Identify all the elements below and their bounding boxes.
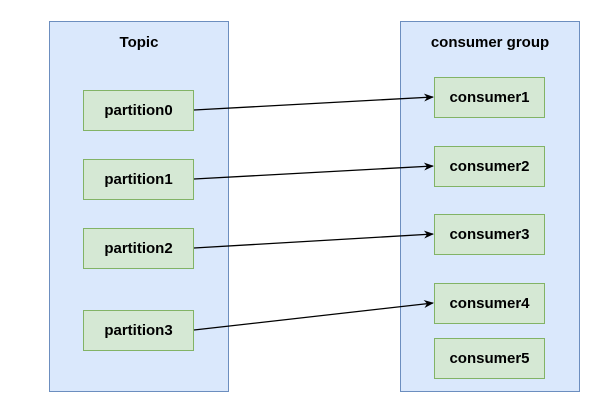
edge-partition1-consumer2 [193,162,434,180]
consumer-node-4: consumer4 [434,283,545,324]
edge-partition2-consumer3 [193,230,434,249]
consumer-group-title: consumer group [430,34,550,51]
partition-node-2: partition2 [83,228,194,269]
consumer-node-3: consumer3 [434,214,545,255]
consumer-node-1: consumer1 [434,77,545,118]
edge-partition3-consumer4 [193,300,434,331]
partition-node-3: partition3 [83,310,194,351]
consumer-node-5: consumer5 [434,338,545,379]
partition-node-1: partition1 [83,159,194,200]
partition-node-0: partition0 [83,90,194,131]
topic-title: Topic [119,34,159,51]
edge-partition0-consumer1 [193,93,434,111]
consumer-node-2: consumer2 [434,146,545,187]
